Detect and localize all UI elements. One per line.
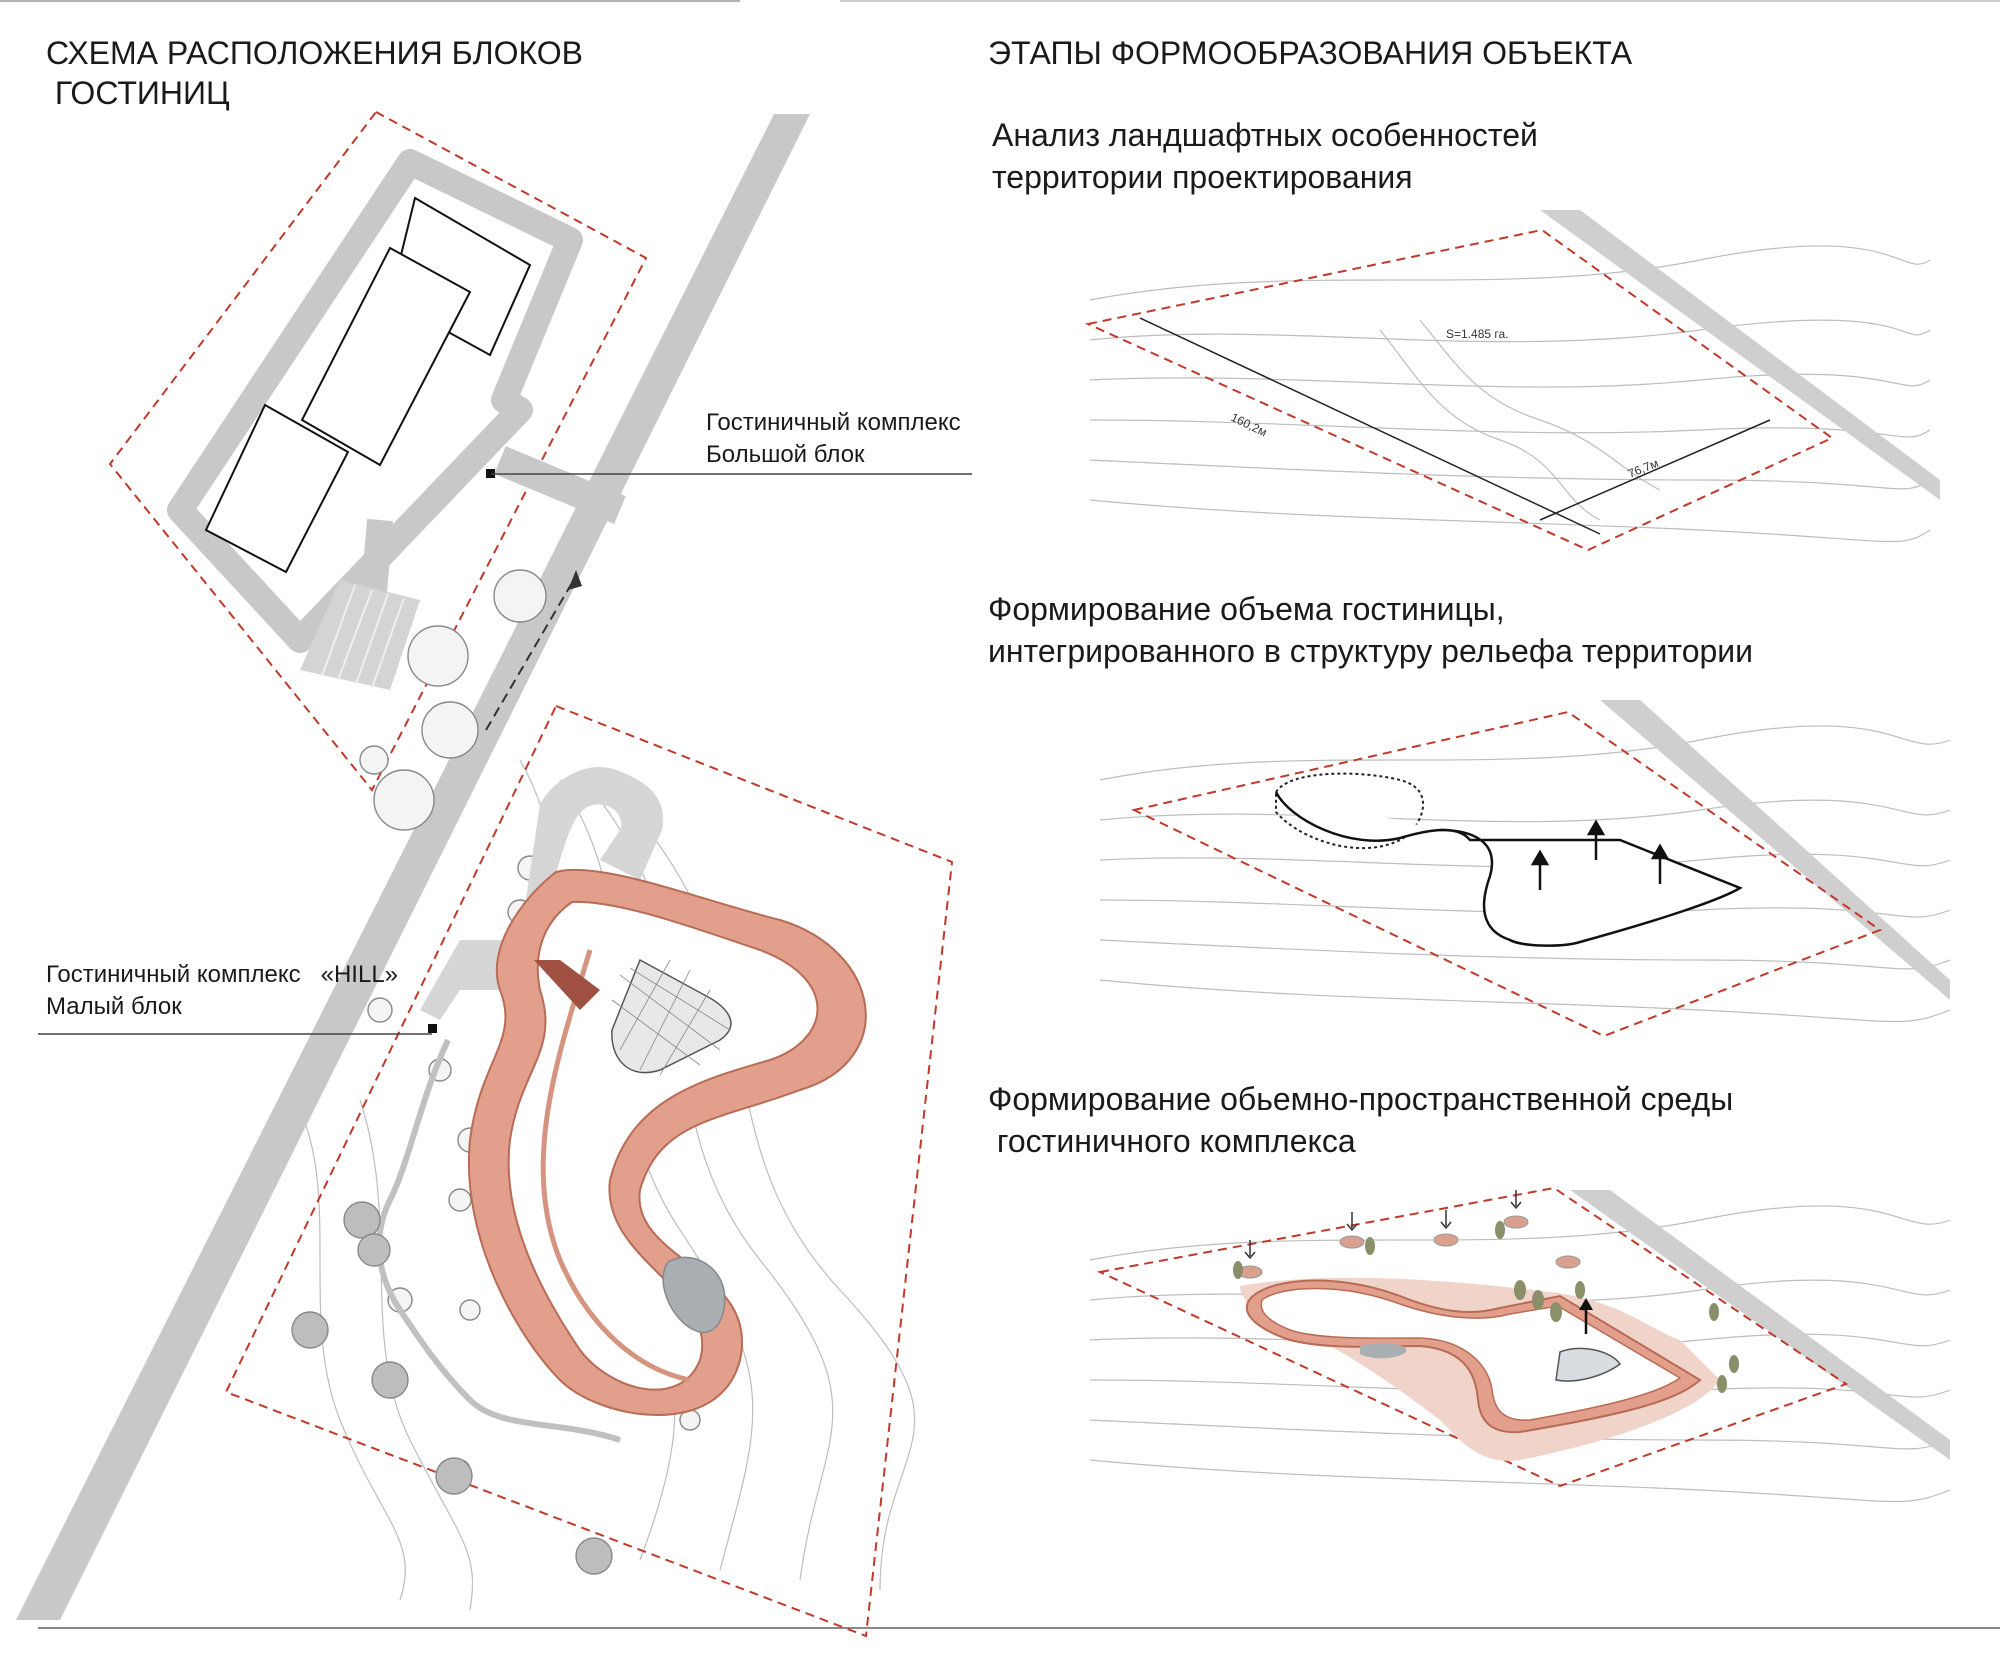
stage3-trees — [1233, 1221, 1739, 1393]
stage2-line1: Формирование объема гостиницы, — [988, 591, 1505, 627]
roof-shadow — [534, 960, 600, 1010]
stage1-dim-short-line — [1539, 419, 1771, 521]
stage1-line1: Анализ ландшафтных особенностей — [992, 117, 1538, 153]
stage3-diagram — [1089, 1186, 1951, 1503]
right-panel: ЭТАПЫ ФОРМООБРАЗОВАНИЯ ОБЪЕКТА Анализ ла… — [988, 35, 1951, 1503]
walking-path-arrow — [485, 575, 577, 731]
big-building-wing-c — [204, 403, 350, 574]
stage1-boundary — [1084, 228, 1834, 552]
left-title-line2: ГОСТИНИЦ — [46, 75, 230, 111]
big-block-label-line1: Гостиничный комплекс — [706, 409, 961, 436]
glass-roof — [611, 958, 732, 1074]
right-title: ЭТАПЫ ФОРМООБРАЗОВАНИЯ ОБЪЕКТА — [988, 35, 1633, 71]
glass-roof-grid — [611, 959, 731, 1076]
stage2-arrows — [1530, 819, 1670, 890]
stage1-line2: территории проектирования — [992, 159, 1413, 195]
big-block-access-road — [494, 446, 626, 524]
stage1-dim-long: 160,2м — [1229, 410, 1270, 439]
small-block-leader — [38, 1024, 437, 1035]
guest-pods — [291, 1201, 613, 1575]
big-block-label-line2: Большой блок — [706, 441, 865, 468]
small-block-label-line2: Малый блок — [46, 993, 182, 1020]
stage2-line2: интегрированного в структуру рельефа тер… — [988, 633, 1753, 669]
stage3-pond — [1360, 1343, 1407, 1359]
big-building-wing-b — [300, 246, 472, 467]
small-block-boundary — [224, 704, 954, 1638]
stage3-boundary — [1096, 1186, 1849, 1488]
walking-path-arrowhead — [568, 570, 582, 590]
stage1-dim-short: 76,7м — [1626, 456, 1661, 481]
big-block-driveway — [167, 149, 583, 653]
stage1-road — [1540, 210, 1940, 500]
stage3-arrowhead — [1579, 1298, 1593, 1310]
pond — [662, 1256, 726, 1333]
stage2-volume — [1274, 791, 1743, 947]
stage2-diagram — [1099, 700, 1951, 1038]
stage3-line2: гостиничного комплекса — [988, 1123, 1356, 1159]
big-block-boundary — [108, 110, 648, 792]
stage1-contours — [1089, 245, 1931, 543]
stage3-pods — [1237, 1215, 1581, 1279]
site-plan: Гостиничный комплекс Большой блок — [16, 110, 972, 1638]
stage3-glass-roof — [1555, 1347, 1622, 1382]
trees — [359, 569, 713, 1481]
hill-inner-path — [540, 949, 691, 1383]
parking-lot — [300, 580, 420, 690]
stage1-area: S=1.485 га. — [1446, 327, 1509, 341]
left-title-line1: СХЕМА РАСПОЛОЖЕНИЯ БЛОКОВ — [46, 35, 583, 71]
stage3-road — [1570, 1190, 1950, 1460]
left-panel: СХЕМА РАСПОЛОЖЕНИЯ БЛОКОВ ГОСТИНИЦ — [16, 35, 972, 1638]
stage2-boundary — [1130, 710, 1883, 1038]
pedestrian-path — [376, 1038, 621, 1443]
big-block-buildings — [204, 196, 532, 574]
stage1-diagram: S=1.485 га. 160,2м 76,7м — [1084, 210, 1940, 552]
stage3-line1: Формирование обьемно-пространственной ср… — [988, 1081, 1733, 1117]
stage3-building-top — [1260, 1287, 1682, 1421]
stage3-pod-arrows — [1244, 1190, 1522, 1260]
stage2-road — [1600, 700, 1950, 1000]
stage1-dim-long-line — [1139, 317, 1601, 535]
small-block-label-line1: Гостиничный комплекс «HILL» — [46, 961, 398, 988]
big-block-leader — [486, 469, 972, 478]
